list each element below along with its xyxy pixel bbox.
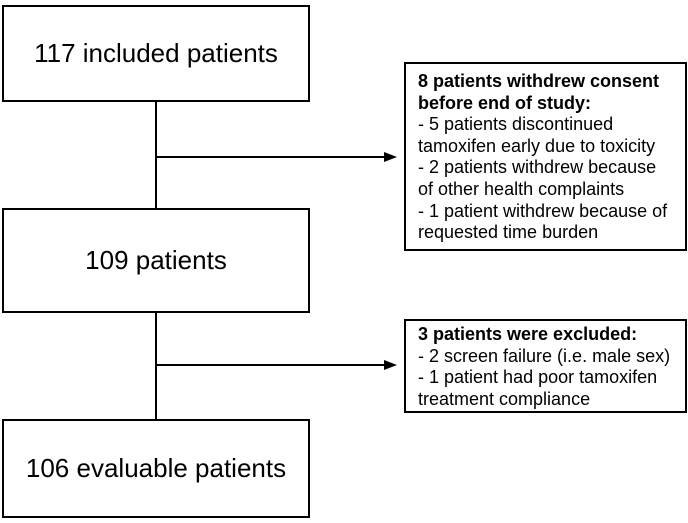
connector-branch-2 bbox=[156, 364, 385, 366]
box-evaluable-patients-label: 106 evaluable patients bbox=[25, 452, 287, 483]
connector-vertical-2 bbox=[155, 313, 157, 419]
sidebox-excluded-heading: 3 patients were excluded: bbox=[418, 324, 638, 344]
box-evaluable-patients: 106 evaluable patients bbox=[2, 419, 310, 518]
box-remaining-patients-label: 109 patients bbox=[85, 244, 227, 275]
sidebox-withdrew-consent-item: - 2 patients withdrew because of other h… bbox=[418, 157, 657, 199]
sidebox-withdrew-consent-heading: 8 patients withdrew consent before end o… bbox=[418, 71, 660, 113]
box-included-patients: 117 included patients bbox=[2, 5, 310, 102]
box-remaining-patients: 109 patients bbox=[2, 208, 310, 313]
sidebox-excluded-item: - 1 patient had poor tamoxifen treatment… bbox=[418, 367, 658, 409]
sidebox-withdrew-consent-item: - 1 patient withdrew because of requeste… bbox=[418, 200, 668, 243]
connector-vertical-1 bbox=[155, 102, 157, 208]
sidebox-withdrew-consent-item: - 5 patients discontinued tamoxifen earl… bbox=[418, 114, 656, 156]
sidebox-excluded: 3 patients were excluded: - 2 screen fai… bbox=[404, 319, 687, 413]
sidebox-withdrew-consent: 8 patients withdrew consent before end o… bbox=[404, 62, 687, 251]
sidebox-excluded-item: - 2 screen failure (i.e. male sex) bbox=[418, 345, 671, 366]
arrowhead-icon-1 bbox=[384, 152, 397, 162]
arrowhead-icon-2 bbox=[384, 360, 397, 370]
connector-branch-1 bbox=[156, 156, 385, 158]
box-included-patients-label: 117 included patients bbox=[34, 37, 278, 68]
